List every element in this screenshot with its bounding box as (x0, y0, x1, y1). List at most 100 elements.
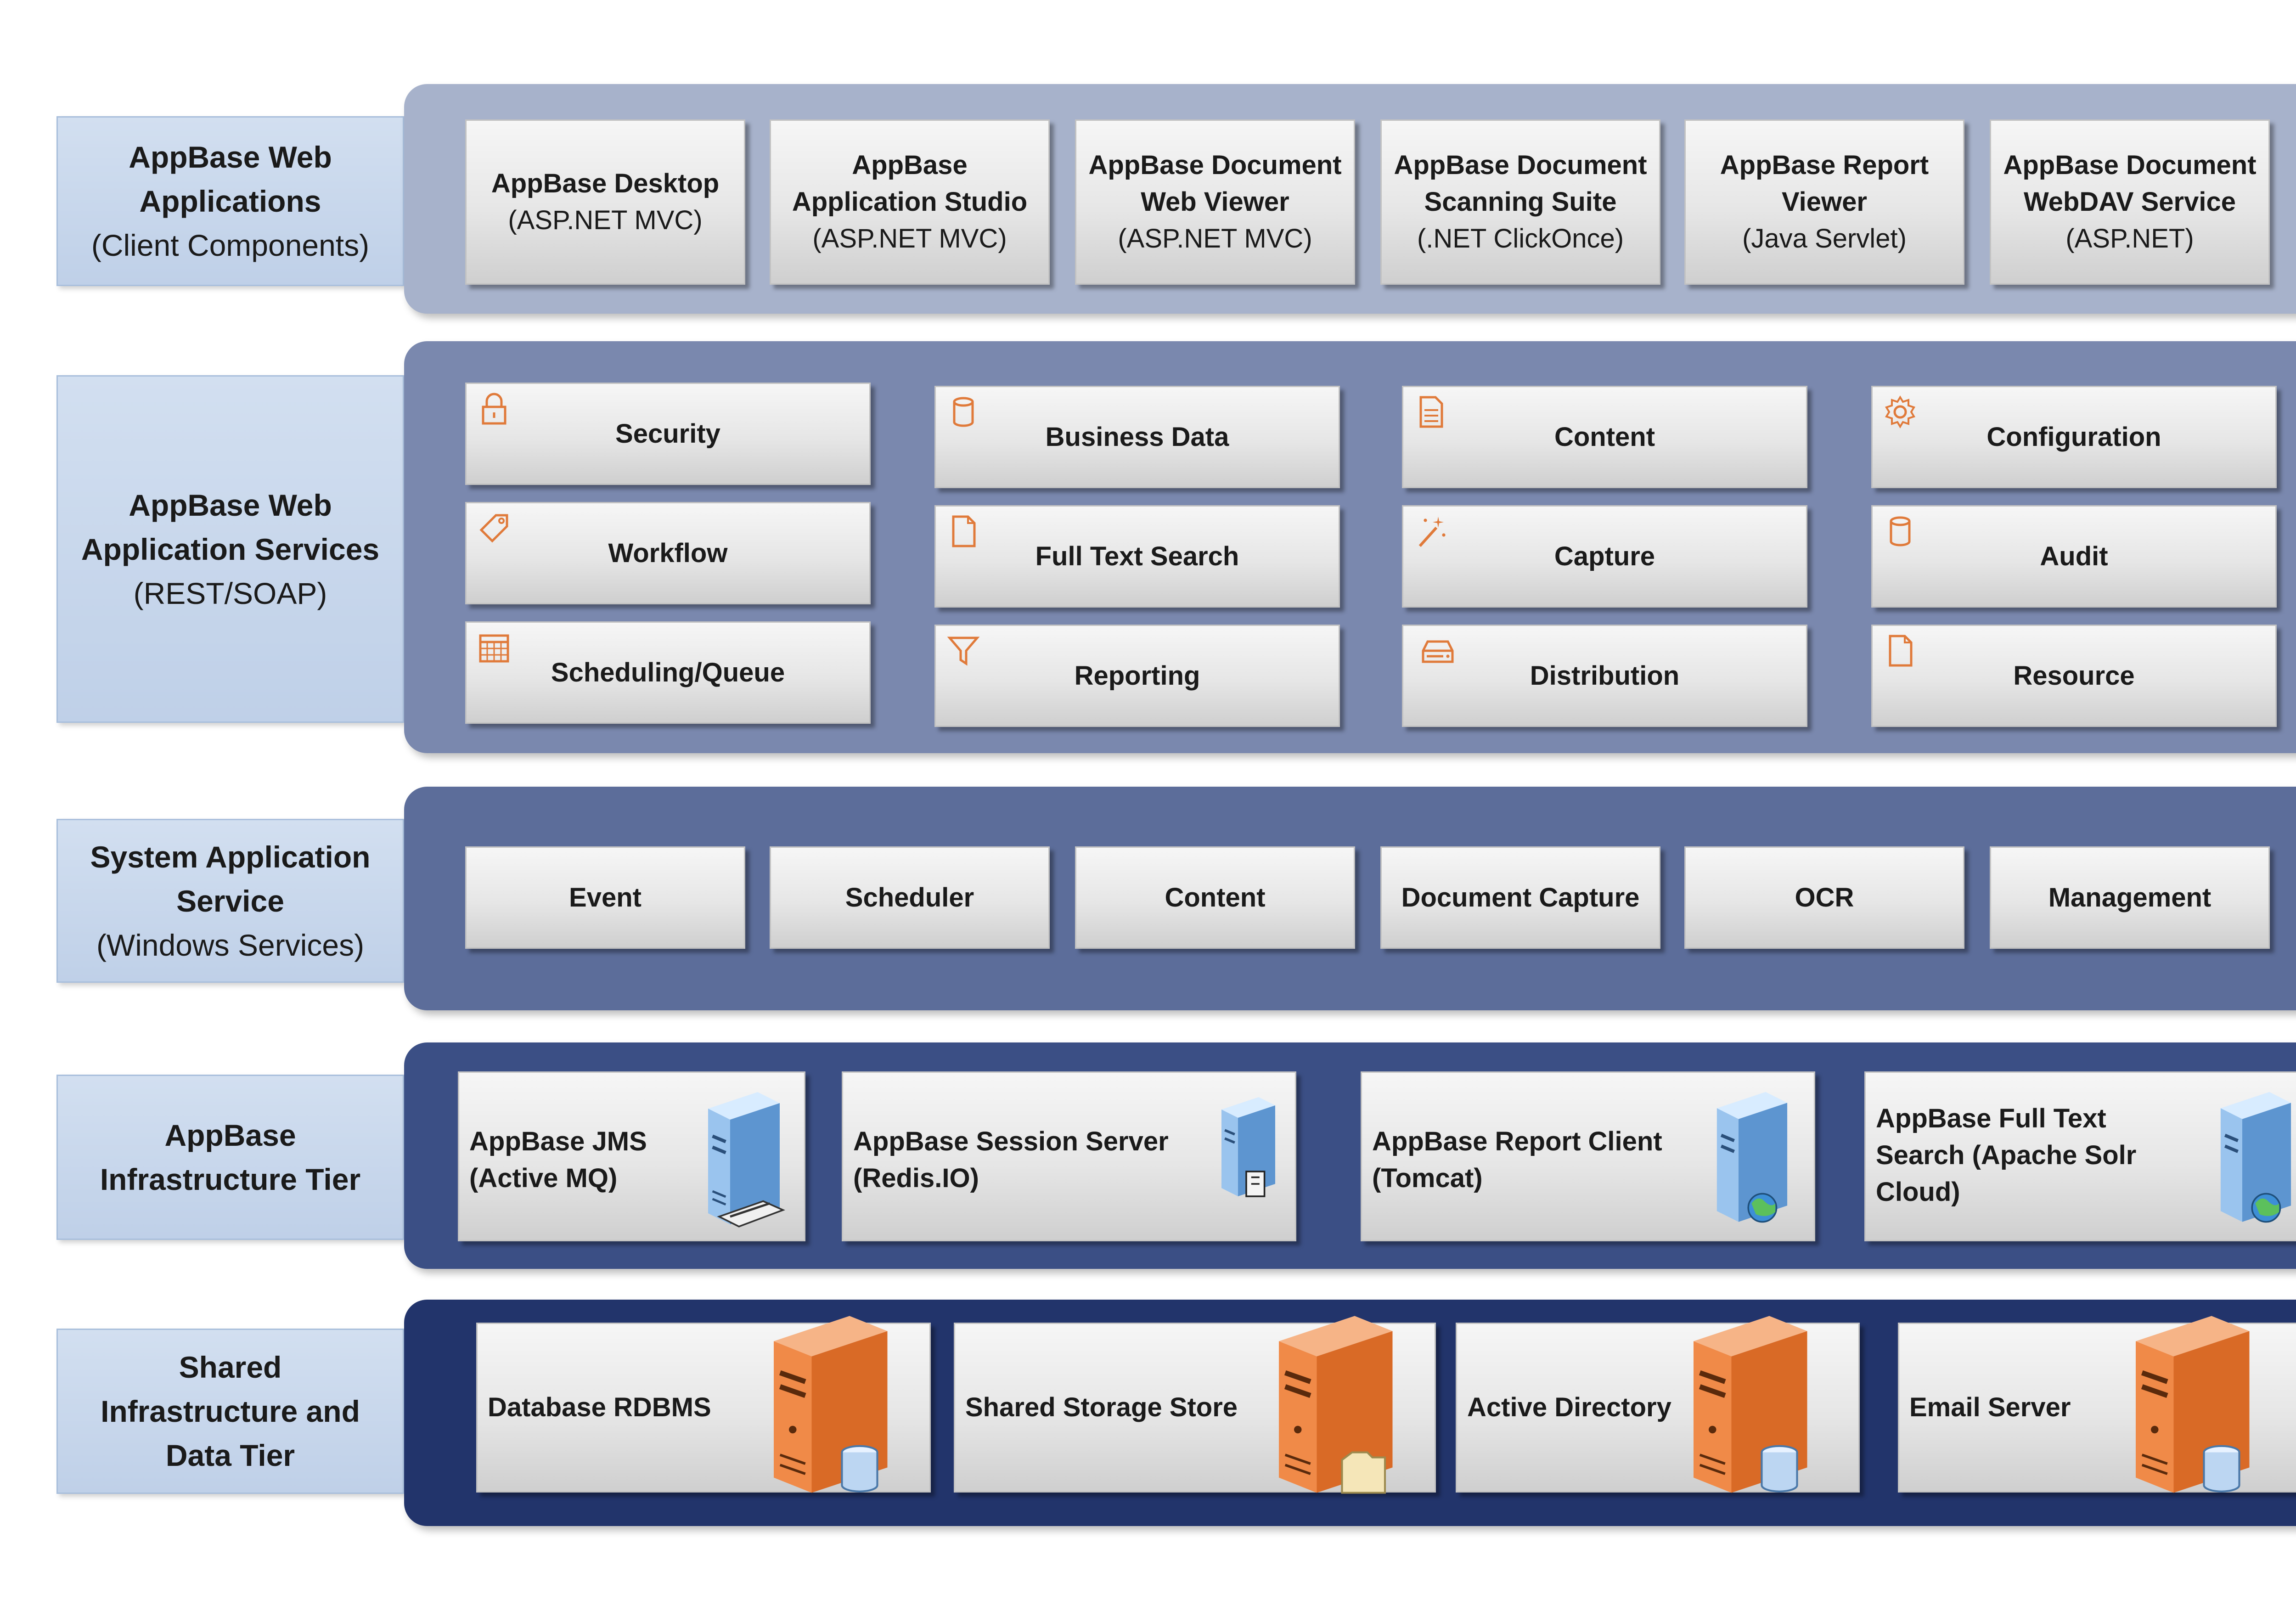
infra-text: AppBase JMS (Active MQ) (469, 1123, 647, 1197)
service-box-full-text-search: Full Text Search (934, 505, 1340, 608)
component-box-report-viewer: AppBase Report Viewer (Java Servlet) (1684, 119, 1964, 285)
document-icon (1419, 396, 1443, 428)
shared-label: Email Server (1909, 1392, 2071, 1422)
component-title: Viewer (1782, 187, 1867, 217)
infra-line: AppBase Report Client (1372, 1127, 1662, 1156)
server-globe-icon (2220, 1092, 2291, 1223)
infra-line: AppBase JMS (469, 1127, 647, 1156)
component-tech: (.NET ClickOnce) (1417, 224, 1624, 253)
service-label: Audit (2040, 541, 2108, 571)
service-label: Resource (2013, 661, 2135, 691)
infra-box-session-server: AppBase Session Server (Redis.IO) (842, 1071, 1296, 1241)
service-box-business-data: Business Data (934, 386, 1340, 488)
infra-line: (Active MQ) (469, 1163, 618, 1193)
server-database-icon (1694, 1316, 1807, 1493)
system-service-box-event: Event (465, 846, 745, 949)
gear-icon (1885, 395, 1915, 428)
component-title: Web Viewer (1141, 187, 1289, 217)
infra-line: Search (Apache Solr (1876, 1140, 2137, 1170)
shared-label: Shared Storage Store (965, 1392, 1238, 1422)
system-service-label: Scheduler (845, 882, 974, 913)
tier-label-line: AppBase (164, 1118, 296, 1152)
server-folder-icon (1279, 1316, 1393, 1494)
service-label: Content (1554, 422, 1655, 452)
tier-label-line: Infrastructure Tier (100, 1162, 361, 1196)
tier-label-subtitle: (Windows Services) (96, 928, 365, 962)
tier-label-infrastructure-tier: AppBase Infrastructure Tier (56, 1075, 404, 1240)
component-title: AppBase (852, 150, 968, 180)
shared-box-storage-store: Shared Storage Store (954, 1316, 1436, 1494)
tier-label-line: System Application (90, 839, 371, 874)
tier-label-system-application-service: System Application Service (Windows Serv… (56, 819, 404, 983)
service-label: Capture (1554, 541, 1655, 571)
lock-icon (482, 393, 506, 425)
tier-label-line: Service (176, 884, 284, 918)
system-service-label: OCR (1795, 882, 1854, 913)
database-icon (953, 397, 974, 427)
service-label: Security (615, 419, 720, 449)
server-database-icon (2136, 1316, 2250, 1493)
service-box-reporting: Reporting (934, 625, 1340, 727)
service-box-workflow: Workflow (465, 502, 871, 604)
system-service-label: Document Capture (1401, 882, 1640, 913)
calendar-icon (479, 634, 509, 663)
component-box-appbase-desktop: AppBase Desktop (ASP.NET MVC) (465, 119, 745, 285)
page-icon (952, 515, 976, 547)
tier-label-line: AppBase Web (129, 140, 332, 174)
system-service-box-content: Content (1075, 846, 1355, 949)
service-label: Reporting (1074, 661, 1200, 691)
infra-text: AppBase Report Client (Tomcat) (1372, 1123, 1662, 1197)
system-service-box-ocr: OCR (1684, 846, 1964, 949)
component-title: AppBase Document (2003, 150, 2257, 180)
component-title: WebDAV Service (2023, 187, 2236, 217)
page-icon (1889, 635, 1913, 667)
infra-text: AppBase Session Server (Redis.IO) (853, 1123, 1169, 1197)
service-label: Scheduling/Queue (551, 658, 785, 687)
tier-label-line: Shared (179, 1350, 282, 1384)
component-tech: (ASP.NET MVC) (812, 224, 1007, 253)
tier-label-line: Infrastructure and (101, 1394, 360, 1428)
component-title: Scanning Suite (1424, 187, 1617, 217)
server-globe-icon (1716, 1092, 1788, 1223)
component-tech: (ASP.NET) (2065, 224, 2194, 253)
magic-wand-icon (1418, 517, 1446, 547)
service-box-security: Security (465, 383, 871, 485)
component-box-application-studio: AppBase Application Studio (ASP.NET MVC) (770, 119, 1050, 285)
tier-label-shared-infrastructure: Shared Infrastructure and Data Tier (56, 1329, 404, 1494)
filter-icon (947, 637, 980, 666)
tier-label-line: AppBase Web (129, 488, 332, 522)
infra-line: Cloud) (1876, 1177, 1960, 1207)
service-box-configuration: Configuration (1871, 386, 2277, 488)
infra-line: AppBase Full Text (1876, 1104, 2106, 1133)
tag-icon (479, 514, 508, 543)
infra-box-report-client: AppBase Report Client (Tomcat) (1361, 1071, 1815, 1241)
system-service-box-document-capture: Document Capture (1380, 846, 1660, 949)
service-box-audit: Audit (1871, 505, 2277, 608)
infra-box-full-text-search: AppBase Full Text Search (Apache Solr Cl… (1864, 1071, 2296, 1241)
component-tech: (ASP.NET MVC) (1118, 224, 1312, 253)
service-label: Full Text Search (1035, 541, 1239, 571)
infra-line: (Redis.IO) (853, 1163, 979, 1193)
drive-icon (1422, 640, 1454, 663)
shared-label: Database RDBMS (488, 1392, 711, 1422)
service-label: Workflow (608, 538, 728, 568)
infra-line: AppBase Session Server (853, 1127, 1169, 1156)
system-service-box-scheduler: Scheduler (770, 846, 1050, 949)
tier-label-web-application-services: AppBase Web Application Services (REST/S… (56, 375, 404, 723)
component-title: AppBase Report (1720, 150, 1929, 180)
tier-label-subtitle: (REST/SOAP) (133, 576, 327, 610)
service-box-scheduling-queue: Scheduling/Queue (465, 621, 871, 724)
infra-line: (Tomcat) (1372, 1163, 1483, 1193)
service-box-capture: Capture (1402, 505, 1807, 608)
database-icon (1890, 516, 1911, 546)
server-device-icon (1221, 1097, 1275, 1197)
service-box-distribution: Distribution (1402, 625, 1807, 727)
service-label: Configuration (1986, 422, 2161, 452)
infra-text: AppBase Full Text Search (Apache Solr Cl… (1876, 1100, 2136, 1211)
tier-label-line: Data Tier (165, 1438, 295, 1472)
shared-box-database-rdbms: Database RDBMS (476, 1316, 931, 1493)
infra-box-jms: AppBase JMS (Active MQ) (458, 1071, 805, 1241)
component-title: AppBase Desktop (491, 169, 720, 198)
service-box-resource: Resource (1871, 625, 2277, 727)
